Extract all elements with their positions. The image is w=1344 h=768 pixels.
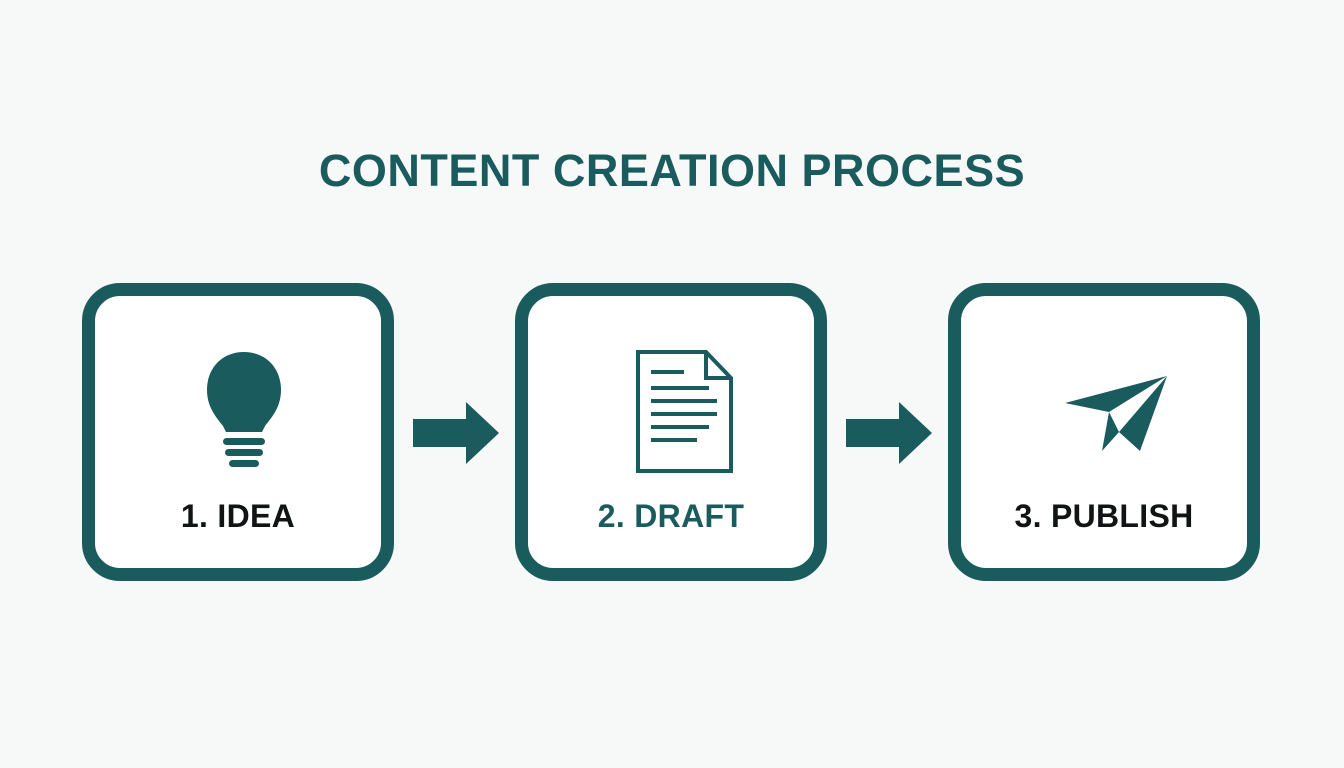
paper-plane-icon — [1065, 376, 1167, 451]
arrow-right-icon — [846, 402, 932, 464]
document-icon — [636, 350, 733, 473]
lightbulb-icon — [207, 352, 281, 467]
arrow-right-icon — [413, 402, 499, 464]
step-publish: 3. PUBLISH — [948, 283, 1260, 581]
step-label: 1. IDEA — [180, 498, 296, 534]
step-label: 3. PUBLISH — [1014, 498, 1194, 534]
step-idea: 1. IDEA — [82, 283, 394, 581]
diagram-title: CONTENT CREATION PROCESS — [318, 145, 1026, 196]
step-draft: 2. DRAFT — [515, 283, 827, 581]
step-label: 2. DRAFT — [597, 498, 745, 534]
